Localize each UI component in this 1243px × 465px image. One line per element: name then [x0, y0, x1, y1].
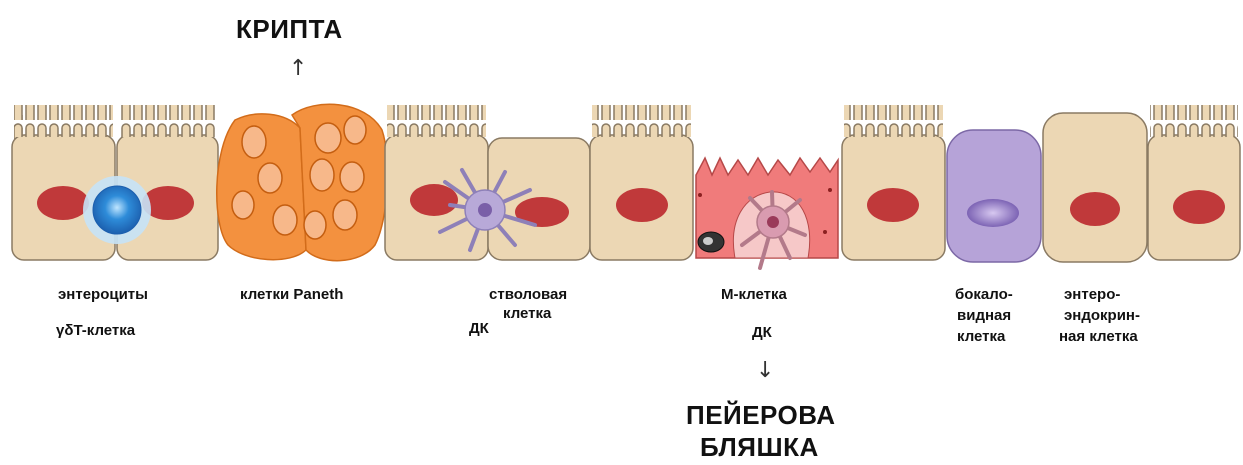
nucleus [867, 188, 919, 222]
nucleus [1173, 190, 1225, 224]
m-cell-label: М-клетка [721, 284, 787, 306]
granule [310, 159, 334, 191]
goblet-label-line1: бокало- [955, 284, 1013, 306]
granule [333, 200, 357, 230]
granule [344, 116, 366, 144]
paneth-cells [217, 104, 388, 260]
enteroendocrine-cell [1043, 113, 1147, 262]
granule [304, 211, 326, 239]
peyer-label-line2: БЛЯШКА [700, 432, 819, 462]
granule [315, 123, 341, 153]
enterocytes-label: энтероциты [58, 284, 148, 306]
enterocyte-cell [842, 105, 945, 260]
granule [340, 162, 364, 192]
arrow-up-icon: ↑ [289, 56, 307, 81]
goblet-label-line2: видная [957, 305, 1011, 327]
dc-center-label: ДК [752, 322, 772, 344]
nucleus [616, 188, 668, 222]
gd-t-cell [83, 176, 151, 244]
nucleus [967, 199, 1019, 227]
gd-t-cell-label: γδT-клетка [56, 320, 135, 342]
enteroendocrine-label-line1: энтеро- [1064, 284, 1120, 306]
granule [242, 126, 266, 158]
granule [273, 205, 297, 235]
nucleus [37, 186, 89, 220]
arrow-down-icon: ↓ [756, 358, 774, 383]
paneth-label: клетки Paneth [240, 284, 343, 306]
stem-cell [488, 138, 590, 260]
dc-left-label: ДК [469, 318, 489, 340]
enterocyte-cell [590, 105, 693, 260]
m-cell [696, 158, 838, 268]
enterocyte-cell [385, 105, 488, 260]
stem-cell-label-line2: клетка [503, 303, 551, 325]
granule [232, 191, 254, 219]
granule [258, 163, 282, 193]
enteroendocrine-label-line3: ная клетка [1059, 326, 1138, 348]
nucleus [1070, 192, 1120, 226]
enteroendocrine-label-line2: эндокрин- [1064, 305, 1140, 327]
goblet-label-line3: клетка [957, 326, 1005, 348]
nucleus [410, 184, 458, 216]
peyer-label-line1: ПЕЙЕРОВА [686, 400, 836, 430]
goblet-cell [947, 130, 1041, 262]
crypt-label: КРИПТА [236, 14, 343, 44]
enterocyte-cell [1148, 105, 1240, 260]
